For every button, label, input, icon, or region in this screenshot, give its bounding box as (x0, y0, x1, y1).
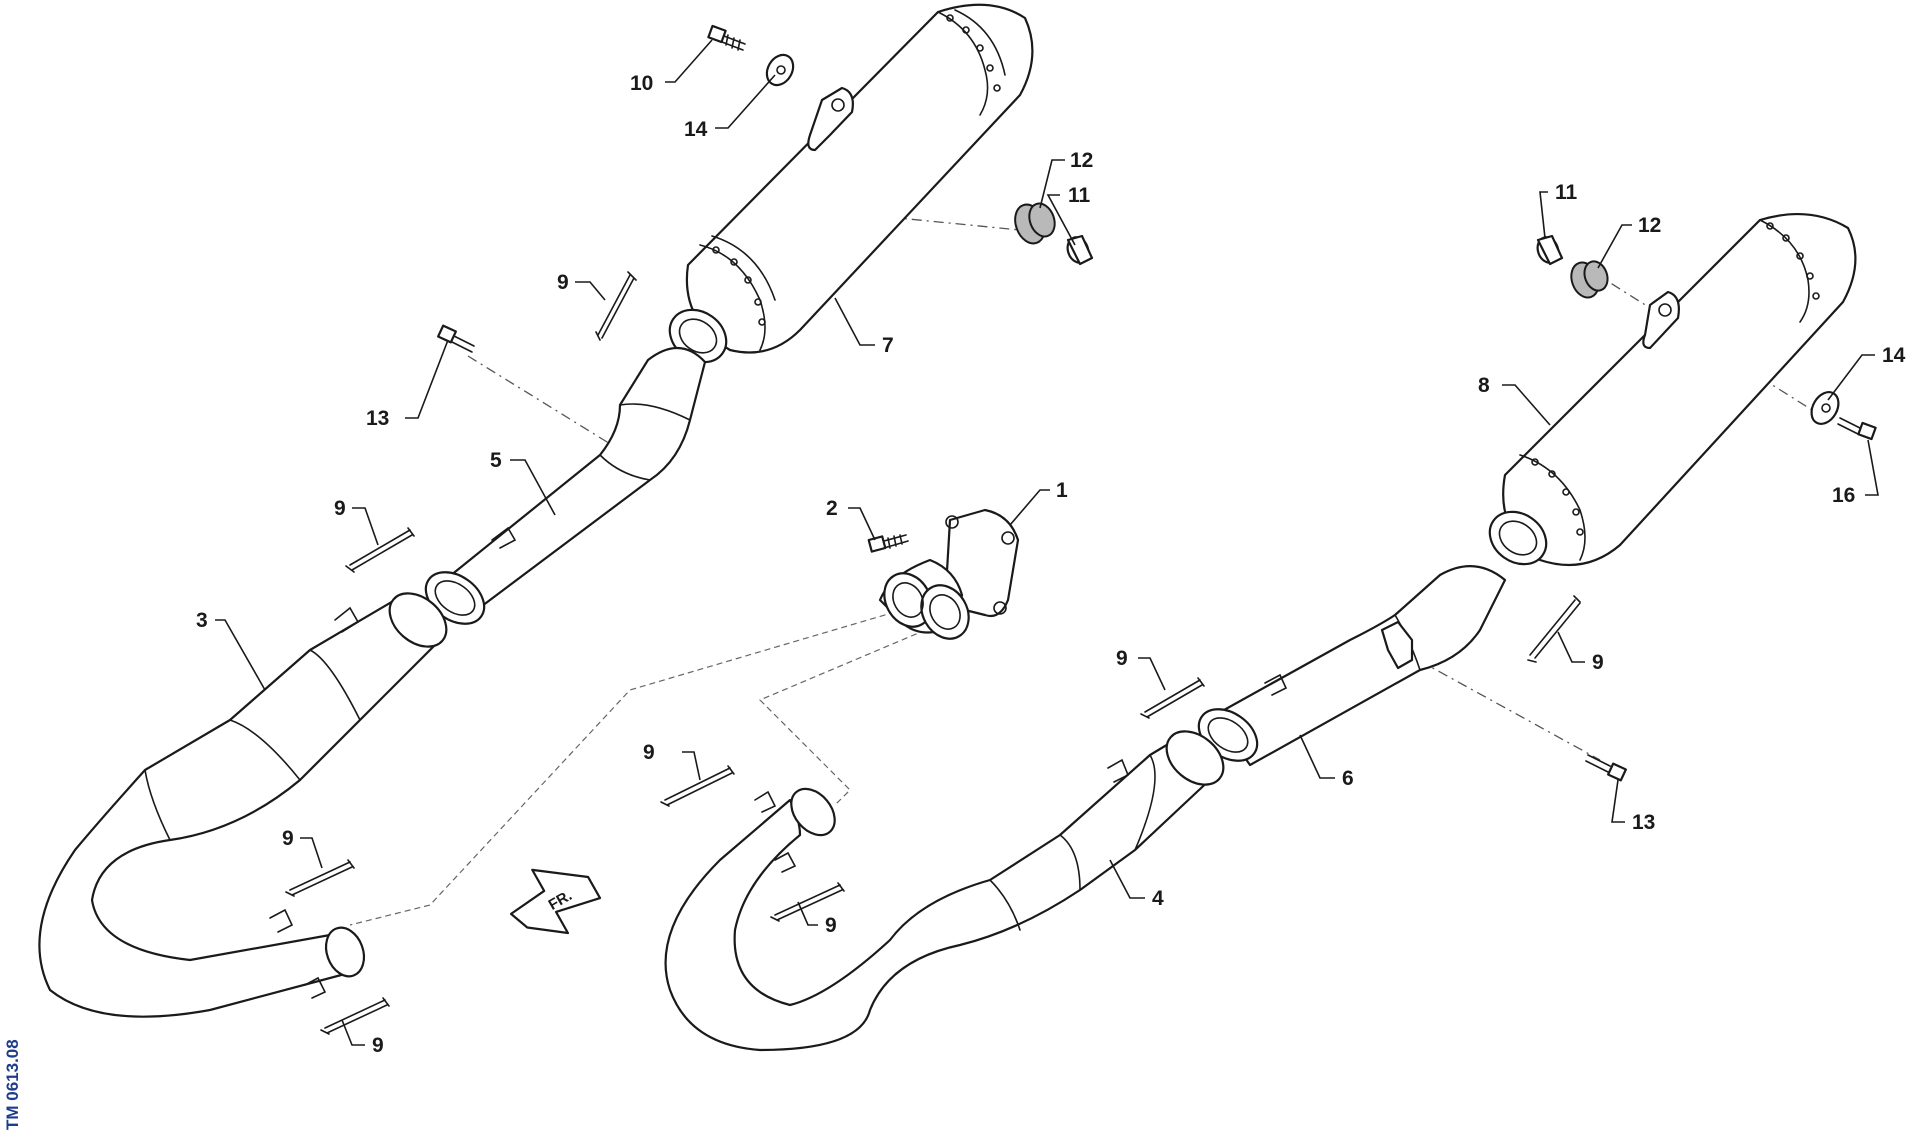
bolt-16 (1837, 417, 1877, 441)
callout-9-h: 9 (1592, 651, 1604, 674)
callout-12-b: 12 (1638, 214, 1661, 237)
callout-2: 2 (826, 497, 838, 520)
header-pipe-4 (664, 730, 1225, 1052)
callout-10: 10 (630, 72, 653, 95)
callout-14-b: 14 (1882, 344, 1906, 367)
pipe-6 (1197, 565, 1507, 767)
callout-13-b: 13 (1632, 811, 1655, 834)
callout-7: 7 (882, 334, 894, 357)
washer-14-right (1810, 391, 1840, 425)
callout-9-e: 9 (643, 741, 655, 764)
flange-1 (878, 508, 1020, 640)
callouts: 1 2 3 4 5 6 7 8 9 9 9 9 9 9 9 9 10 11 11… (196, 72, 1906, 1057)
bolt-10 (707, 24, 746, 51)
callout-9-d: 9 (372, 1034, 384, 1057)
callout-4: 4 (1152, 887, 1164, 910)
springs-9 (285, 271, 1581, 1035)
callout-9-f: 9 (825, 914, 837, 937)
bolt-2 (867, 534, 909, 553)
pipe-5 (424, 346, 707, 625)
bolt-13-right (1585, 754, 1627, 782)
callout-6: 6 (1342, 767, 1354, 790)
grommet-12-right (1570, 260, 1609, 299)
callout-5: 5 (490, 449, 502, 472)
callout-11-b: 11 (1555, 181, 1578, 204)
silencer-8 (1488, 212, 1857, 567)
front-arrow: FR. (509, 868, 602, 935)
fasteners (437, 24, 1877, 782)
callout-12-a: 12 (1070, 149, 1093, 172)
callout-14-a: 14 (684, 118, 708, 141)
callout-3: 3 (196, 609, 208, 632)
header-pipe-3 (38, 592, 448, 1018)
grommet-12-left (1014, 202, 1056, 245)
drawing-reference: TM 0613.08 (3, 1039, 22, 1130)
bolt-13-left (437, 324, 475, 353)
callout-9-c: 9 (282, 827, 294, 850)
bushing-11-right (1536, 234, 1564, 266)
callout-8: 8 (1478, 374, 1490, 397)
callout-1: 1 (1056, 479, 1068, 502)
callout-11-a: 11 (1068, 184, 1091, 207)
callout-9-b: 9 (334, 497, 346, 520)
callout-9-g: 9 (1116, 647, 1128, 670)
bushing-11-left (1066, 234, 1094, 266)
callout-9-a: 9 (557, 271, 569, 294)
callout-13-a: 13 (366, 407, 389, 430)
leader-lines (215, 39, 1879, 1046)
callout-16: 16 (1832, 484, 1855, 507)
